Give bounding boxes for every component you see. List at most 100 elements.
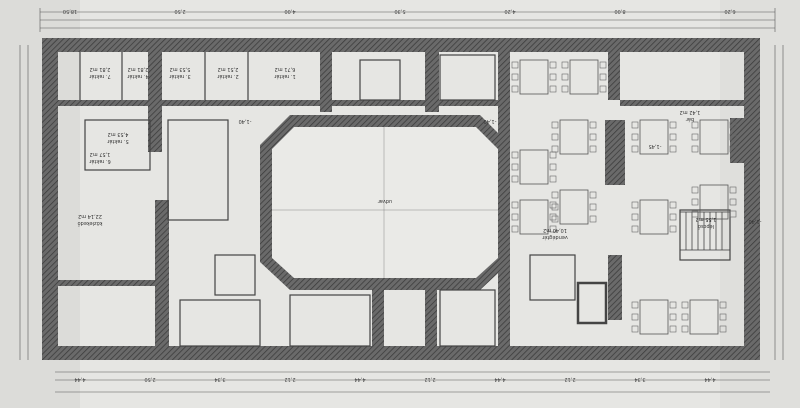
chair	[549, 61, 557, 69]
room-name: 5. raktár	[106, 138, 128, 145]
dimension-label: 4,44	[704, 376, 715, 382]
chair	[549, 225, 557, 233]
chair	[631, 133, 639, 141]
room-area: 22,14 m2	[78, 213, 102, 219]
side-dimension-lines	[19, 45, 784, 360]
chair	[549, 163, 557, 171]
chair	[729, 210, 737, 218]
chair	[549, 73, 557, 81]
chair	[681, 325, 689, 333]
chair	[631, 201, 639, 209]
chair	[549, 175, 557, 183]
chair	[549, 213, 557, 221]
room-area: 6,71 m2	[275, 66, 296, 72]
chair	[669, 301, 677, 309]
chair	[669, 121, 677, 129]
room-name: 1. raktár	[273, 73, 295, 80]
table	[519, 59, 549, 95]
chair	[511, 163, 519, 171]
chair	[729, 133, 737, 141]
room-name: közlekedő	[78, 220, 103, 226]
room-area: 5,53 m2	[170, 66, 191, 72]
chair	[599, 85, 607, 93]
table	[699, 119, 729, 155]
chair	[589, 215, 597, 223]
chair	[631, 213, 639, 221]
chair	[631, 325, 639, 333]
chair	[631, 225, 639, 233]
dimension-label: 2,50	[174, 8, 185, 14]
room-name: 6. raktár	[88, 158, 110, 165]
chair	[719, 313, 727, 321]
dimension-label: 2,50	[144, 376, 155, 382]
chair	[681, 301, 689, 309]
chair	[551, 191, 559, 199]
chair	[551, 133, 559, 141]
chair	[729, 198, 737, 206]
chair	[511, 73, 519, 81]
table	[639, 119, 669, 155]
chair	[669, 325, 677, 333]
table	[559, 189, 589, 225]
chair	[729, 145, 737, 153]
level-mark: -1,40	[239, 118, 252, 124]
courtyard	[272, 127, 498, 278]
chair	[631, 121, 639, 129]
chair	[691, 121, 699, 129]
room-area: 1,57 m2	[90, 151, 111, 157]
chair	[729, 186, 737, 194]
room-name: 2. raktár	[216, 73, 238, 80]
dimension-label: 4,44	[494, 376, 505, 382]
chair	[631, 145, 639, 153]
dimension-label: 4,44	[74, 376, 85, 382]
chair	[669, 213, 677, 221]
table	[699, 184, 729, 220]
chair	[729, 121, 737, 129]
dimension-label: 4,20	[504, 8, 515, 14]
chair	[551, 215, 559, 223]
table	[519, 149, 549, 185]
outer-walls	[42, 38, 760, 360]
chair	[549, 151, 557, 159]
chair	[561, 61, 569, 69]
room-name: 3. raktár	[168, 73, 190, 80]
chair	[719, 325, 727, 333]
dimension-label: 3,34	[214, 376, 225, 382]
dimension-label: 2,12	[284, 376, 295, 382]
chair	[561, 85, 569, 93]
dimension-label: 5,30	[394, 8, 405, 14]
chair	[511, 175, 519, 183]
room-area: 1,55 m2	[696, 216, 717, 222]
dimension-label: 8,00	[614, 8, 625, 14]
chair	[669, 133, 677, 141]
chair	[691, 186, 699, 194]
table	[559, 119, 589, 155]
room-area: 10,40 m2	[543, 227, 567, 233]
chair	[669, 313, 677, 321]
dimension-label: 2,12	[424, 376, 435, 382]
chair	[669, 201, 677, 209]
room-area: 2,81 m2	[128, 66, 149, 72]
top-dimension-lines	[39, 8, 776, 32]
table	[519, 199, 549, 235]
room-name: bár	[685, 116, 694, 123]
chair	[589, 203, 597, 211]
dimension-label: 4,00	[284, 8, 295, 14]
table	[569, 59, 599, 95]
chair	[681, 313, 689, 321]
chair	[589, 145, 597, 153]
table	[639, 299, 669, 335]
chair	[589, 191, 597, 199]
chair	[691, 198, 699, 206]
chair	[691, 210, 699, 218]
room-area: 1,42 m2	[680, 109, 701, 115]
room-area: 4,53 m2	[108, 131, 129, 137]
level-mark: -1,45	[649, 143, 662, 149]
chair	[669, 145, 677, 153]
bottom-dimension-lines	[55, 371, 770, 393]
chair	[669, 225, 677, 233]
